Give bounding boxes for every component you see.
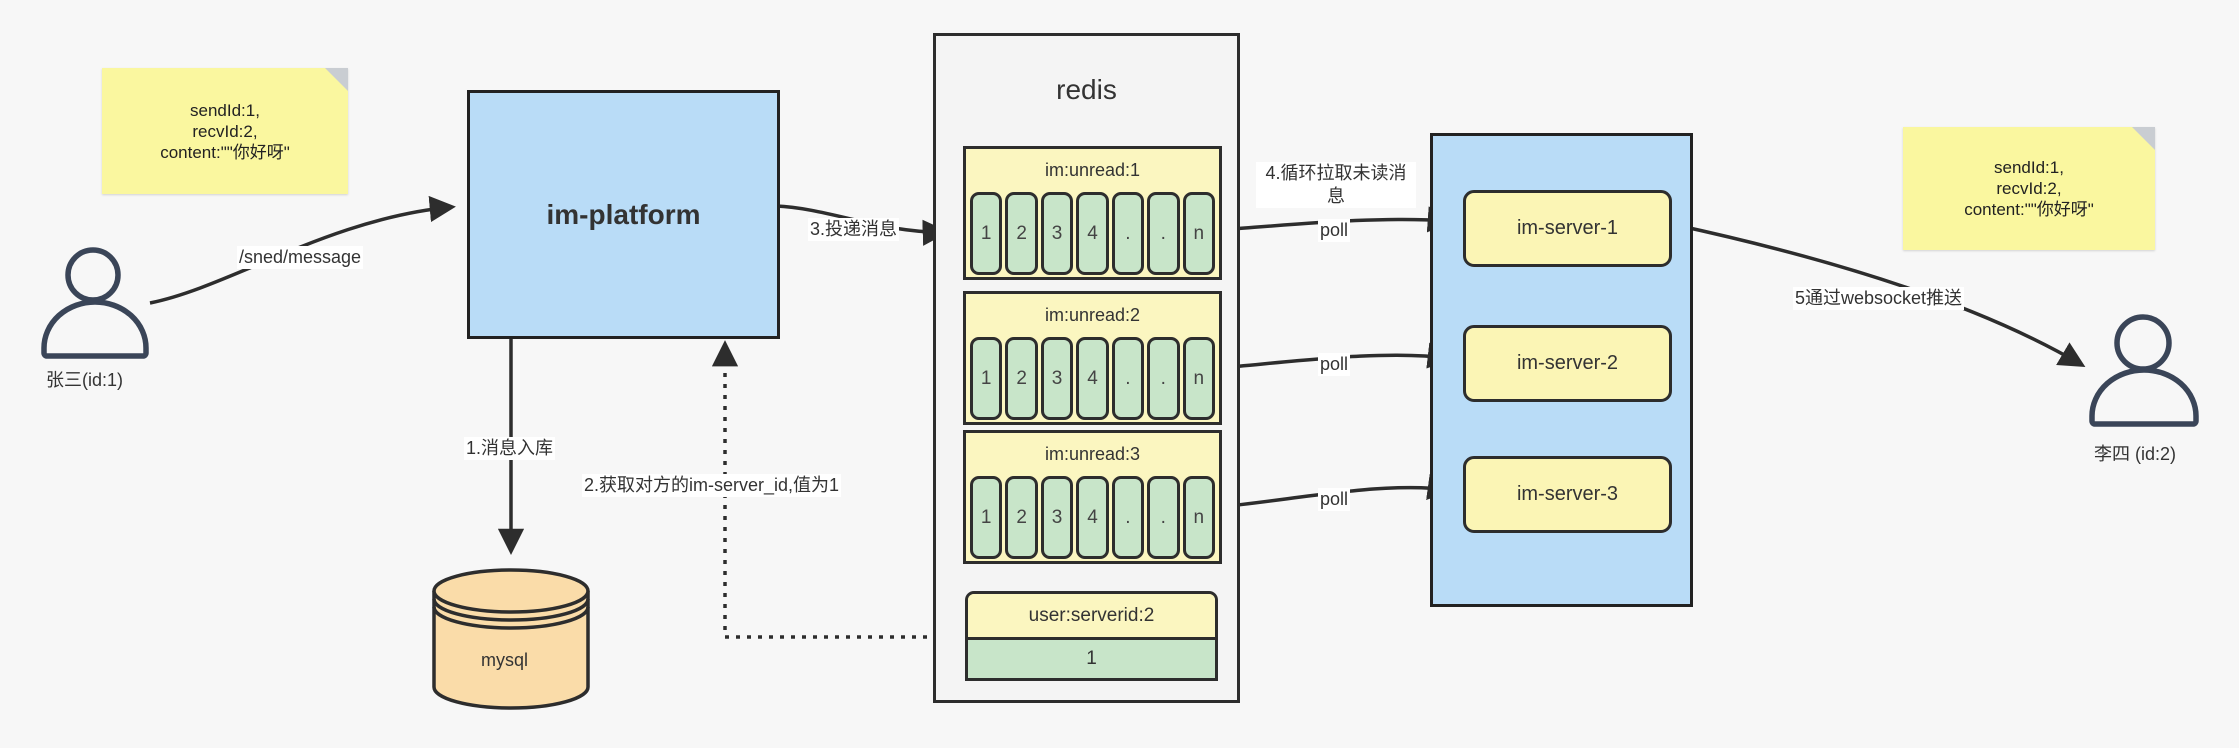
- arrow-get-serverid-dotted: [711, 340, 960, 639]
- note-line: recvId:2,: [192, 121, 258, 141]
- edge-label-store: 1.消息入库: [464, 437, 556, 460]
- note-line: sendId:1,: [190, 100, 260, 120]
- queue-cell: n: [1182, 337, 1215, 420]
- queue-im-unread-1: im:unread:1 1 2 3 4 . . n: [963, 146, 1222, 280]
- queue-cell: 1: [970, 337, 1003, 420]
- receiver-label: 李四 (id:2): [2094, 444, 2177, 464]
- queue-cell: 2: [1005, 192, 1038, 275]
- note-line: content:""你好呀": [160, 142, 290, 162]
- queue-cells: 1 2 3 4 . . n: [966, 192, 1219, 275]
- queue-label: im:unread:3: [1044, 444, 1141, 464]
- queue-cell: 2: [1005, 337, 1038, 420]
- queue-cell: 3: [1040, 337, 1074, 420]
- queue-cell: 1: [970, 476, 1003, 559]
- queue-cell: 3: [1040, 192, 1074, 275]
- redis-container: redis im:unread:1 1 2 3 4 . . n im:unrea…: [933, 33, 1240, 703]
- im-server-3-box: im-server-3: [1463, 456, 1672, 533]
- mysql-database-icon: [432, 568, 590, 710]
- queue-cell: .: [1111, 192, 1145, 275]
- queue-cell: 4: [1076, 476, 1109, 559]
- im-server-3-label: im-server-3: [1516, 483, 1619, 505]
- edge-label-poll-2: poll: [1318, 353, 1351, 376]
- queue-cells: 1 2 3 4 . . n: [966, 337, 1219, 420]
- user-serverid-value: 1: [968, 640, 1215, 678]
- queue-cell: .: [1147, 192, 1180, 275]
- edge-label-pull: 4.循环拉取未读消息: [1256, 162, 1416, 208]
- queue-label: im:unread:1: [1044, 160, 1141, 180]
- edge-label-push: 5通过websocket推送: [1793, 287, 1965, 310]
- user-icon-receiver: [2089, 314, 2199, 427]
- redis-title: redis: [1056, 74, 1117, 105]
- im-server-1-label: im-server-1: [1516, 217, 1619, 239]
- queue-label: im:unread:2: [1044, 305, 1141, 325]
- queue-cell: 1: [970, 192, 1003, 275]
- im-server-2-label: im-server-2: [1516, 352, 1619, 374]
- edge-label-get-serverid: 2.获取对方的im-server_id,值为1: [582, 474, 842, 497]
- user-icon-sender: [41, 247, 149, 359]
- note-line: sendId:1,: [1994, 158, 2064, 177]
- edge-label-poll-3: poll: [1318, 488, 1351, 511]
- user-serverid-label: user:serverid:2: [968, 594, 1215, 640]
- queue-cell: .: [1147, 337, 1180, 420]
- edge-label-deliver: 3.投递消息: [808, 218, 900, 241]
- im-server-cluster: im-server-1 im-server-2 im-server-3: [1430, 133, 1693, 607]
- queue-cell: .: [1147, 476, 1180, 559]
- user-serverid-box: user:serverid:2 1: [965, 591, 1218, 681]
- sticky-note-right: sendId:1, recvId:2, content:""你好呀": [1903, 127, 2155, 250]
- note-fold-icon: [325, 68, 348, 91]
- edge-label-poll-1: poll: [1318, 219, 1351, 242]
- queue-cell: n: [1182, 192, 1215, 275]
- edge-label-send: /sned/message: [237, 246, 364, 269]
- note-line: recvId:2,: [1996, 179, 2062, 198]
- queue-cell: 2: [1005, 476, 1038, 559]
- sticky-note-left: sendId:1, recvId:2, content:""你好呀": [102, 68, 348, 194]
- queue-im-unread-3: im:unread:3 1 2 3 4 . . n: [963, 430, 1222, 564]
- queue-cell: .: [1111, 337, 1145, 420]
- queue-cell: n: [1182, 476, 1215, 559]
- queue-cell: 3: [1040, 476, 1074, 559]
- sender-label: 张三(id:1): [46, 370, 124, 390]
- queue-im-unread-2: im:unread:2 1 2 3 4 . . n: [963, 291, 1222, 425]
- arrow-websocket-push: [1675, 223, 2086, 367]
- im-platform-label: im-platform: [546, 198, 701, 230]
- mysql-label: mysql: [481, 650, 529, 670]
- queue-cell: .: [1111, 476, 1145, 559]
- queue-cell: 4: [1076, 337, 1109, 420]
- im-server-1-box: im-server-1: [1463, 190, 1672, 267]
- note-line: content:""你好呀": [1964, 200, 2094, 219]
- queue-cell: 4: [1076, 192, 1109, 275]
- im-server-2-box: im-server-2: [1463, 325, 1672, 402]
- note-fold-icon: [2132, 127, 2155, 150]
- im-platform-box: im-platform: [467, 90, 780, 339]
- queue-cells: 1 2 3 4 . . n: [966, 476, 1219, 559]
